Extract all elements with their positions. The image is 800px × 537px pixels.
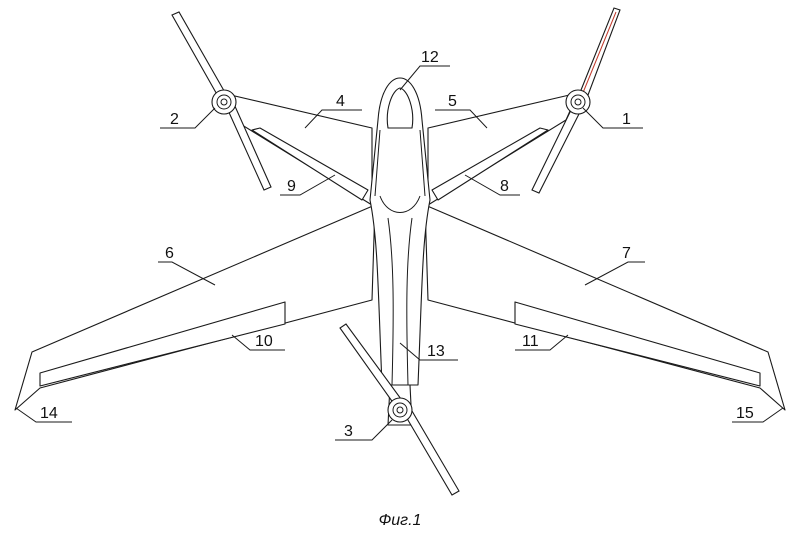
- callout-number: 4: [336, 93, 345, 110]
- flap-left: [251, 127, 369, 201]
- callout-13: 13: [399, 342, 458, 361]
- rotor-blade: [171, 11, 228, 99]
- callout-9: 9: [280, 174, 336, 196]
- propulsion-unit-left: [171, 11, 272, 191]
- flap-right: [431, 127, 549, 201]
- callout-5: 5: [435, 93, 488, 129]
- callout-4: 4: [304, 93, 362, 129]
- figure-caption: Фиг.1: [379, 512, 422, 529]
- callout-8: 8: [464, 174, 520, 196]
- motor-nacelle: [387, 397, 413, 423]
- callout-number: 3: [344, 423, 353, 440]
- propulsion-unit-tail: [339, 323, 460, 496]
- callout-number: 8: [500, 178, 509, 195]
- cockpit-canopy: [386, 87, 414, 129]
- callout-15: 15: [732, 405, 784, 423]
- callout-number: 12: [421, 49, 439, 66]
- callout-number: 9: [287, 178, 296, 195]
- callout-number: 15: [736, 405, 754, 422]
- main-wing-left: [14, 204, 376, 411]
- callout-1: 1: [582, 107, 643, 129]
- motor-nacelle: [565, 89, 591, 115]
- callout-number: 6: [165, 245, 174, 262]
- callout-number: 14: [40, 405, 58, 422]
- callout-number: 2: [170, 111, 179, 128]
- aileron-right: [514, 301, 761, 387]
- callout-11: 11: [515, 333, 569, 351]
- callout-10: 10: [231, 333, 285, 351]
- callout-14: 14: [15, 405, 72, 423]
- propulsion-unit-right: [531, 7, 621, 194]
- main-wing-right: [424, 204, 786, 411]
- aileron-left: [39, 301, 286, 387]
- callout-2: 2: [160, 107, 216, 129]
- motor-nacelle: [211, 89, 237, 115]
- callout-6: 6: [158, 245, 216, 286]
- callout-number: 10: [255, 333, 273, 350]
- callouts: 1 2 3 4 5 6 7 8 9 10 11 12 13 14 15: [15, 49, 784, 441]
- callout-number: 7: [622, 245, 631, 262]
- callout-7: 7: [584, 245, 645, 286]
- rotor-blade: [404, 410, 460, 496]
- callout-12: 12: [399, 49, 450, 91]
- callout-3: 3: [335, 419, 393, 441]
- callout-number: 13: [427, 343, 445, 360]
- callout-number: 5: [448, 93, 457, 110]
- callout-number: 11: [522, 333, 539, 350]
- callout-number: 1: [622, 111, 631, 128]
